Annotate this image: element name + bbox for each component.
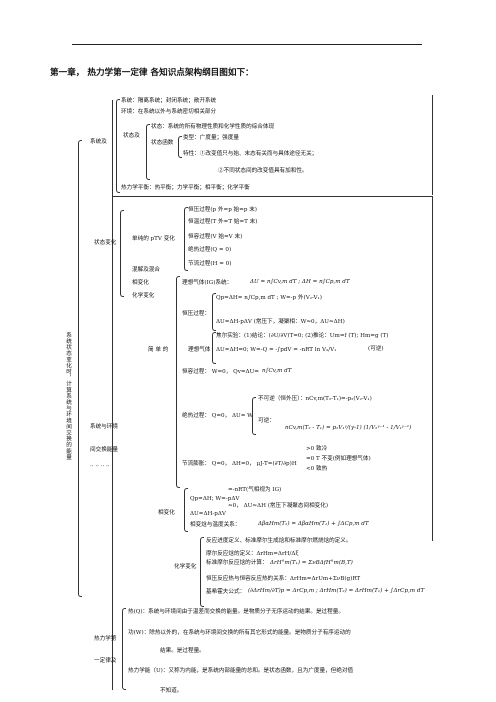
pvt-change-label: 单纯的 pTV 变化 <box>132 236 175 242</box>
irreversible-adiabatic: 不可逆（恒外压）：nCv,m(T₂-T₁)=-p₂(V₂-V₁) <box>258 396 372 402</box>
main-brace <box>78 140 82 597</box>
kirchhoff-formula: (∂ΔrHm/∂T)p = ΔrCp,m ; ΔrHm(T₂) = ΔrHm(T… <box>248 588 425 594</box>
adiabatic-process: 绝热过程(Q = 0) <box>188 247 232 253</box>
frame-right-line-2 <box>432 196 433 541</box>
reversible-label: 可逆： <box>258 418 275 424</box>
state-brace <box>146 124 150 180</box>
system-types: 系统：隔离系统；封闭系统；敞开系统 <box>121 98 217 104</box>
frame-divider <box>112 196 432 197</box>
work-def: 功(W)：除热以外的，在系统与环境间交换的所有其它形式的能量。是物质分子有序运动… <box>128 630 351 636</box>
ig-brace <box>212 332 216 364</box>
state-change-label: 状态变化 <box>94 240 117 246</box>
energy-exchange-label: 间交换能量 <box>90 447 118 453</box>
header-rule <box>72 44 422 45</box>
isothermal-formula: ΔU=ΔH=0; W=-Q = -∫pdV = -nRT ln V₂/V₁ <box>216 347 337 353</box>
internal-energy-def: 热力学能（U)：又称为内能，是系统内部能量的总和。是状态函数，且为广度量，但绝对… <box>128 668 354 674</box>
state-label: 状态及 <box>123 133 140 139</box>
phase-enthalpy-temp: 相变焓与温度关系： <box>190 522 241 528</box>
frame-left-line <box>112 100 113 690</box>
chemical-change-label: 化学变化 <box>132 293 155 299</box>
mixing-label: 混解及混合 <box>132 267 160 273</box>
reaction-extent-def: 反应进度定义、标准摩尔生成焓和标准摩尔燃烧焓的定义。 <box>206 538 352 544</box>
adiabatic-brace <box>252 397 256 435</box>
system-brace <box>116 99 120 193</box>
sys-env-label: 系统与环境 <box>90 424 118 430</box>
kirchhoff-label: 基希霍夫公式： <box>206 589 246 595</box>
phase-brace <box>184 488 188 532</box>
const-v-process: 恒容过程(V 始=V 末) <box>188 234 243 240</box>
jt-cooling: >0 致冷 <box>306 446 328 452</box>
throttle-label: 节流膨胀： Q=0， ΔH=0， μJ-T=(∂T/∂p)H <box>182 461 297 467</box>
ideal-gas-formula: ΔU = n∫Cv,m dT ; ΔH = n∫Cp,m dT <box>250 279 350 285</box>
state-func-brace <box>178 136 182 158</box>
adiabatic-label: 绝热过程： Q=0， ΔU= W <box>182 413 253 419</box>
du-formula: ΔU=ΔH-pΔV (常压下，凝聚相：W≈0，ΔU≈ΔH) <box>216 319 345 325</box>
standard-enthalpy-formula: ΔrH°m(T₁) = ΣνBΔfH°m(B,T) <box>270 560 353 566</box>
phase-qp: Qp=ΔH; W=-pΔV <box>190 496 240 502</box>
const-v-formula: n∫Cv,m dT <box>262 368 292 374</box>
first-law-label-1: 热力学第 <box>94 636 117 642</box>
ellipsis-dots: ·· ·· ·· ·· <box>90 464 110 470</box>
joule-experiment: 焦尔实验：(1)结论：(∂U/∂V)T=0; (2)推论：Um=f (T); H… <box>216 333 389 339</box>
frame-right-line <box>432 95 433 195</box>
molar-reaction-enthalpy: 摩尔反应焓的定义：ΔrHm=ΔrH/Δξ <box>206 551 299 557</box>
const-p-label: 恒压过程： <box>182 311 210 317</box>
simple-label: 简 单 的 <box>148 347 169 353</box>
system-label: 系统及 <box>90 139 107 145</box>
state-def: 状态：系统的所有物理性质和化学性质的综合体现 <box>151 124 275 130</box>
phase-w-condensed: ≈0， ΔU≈ΔH (常压下凝聚态间相变化) <box>228 503 329 509</box>
state-func-property-2: ②不同状态间的改变值具有加和性。 <box>218 168 308 174</box>
first-law-brace <box>122 608 126 690</box>
reversible-note: (可逆) <box>368 346 384 352</box>
jt-zero: =0 T 不变(例如理想气体) <box>306 456 371 462</box>
chemical-change-section-label: 化学变化 <box>174 564 197 570</box>
process-brace <box>120 210 124 297</box>
ideal-gas-label: 理想气体 <box>188 347 211 353</box>
qp-formula: Qp=ΔH= n∫Cp,m dT ; W=-p 外(V₂-V₁) <box>216 295 322 301</box>
phase-change-section-label: 相变化 <box>158 510 175 516</box>
standard-enthalpy-calc: 标准摩尔反应焓的计算： <box>206 560 268 566</box>
environment-def: 环境：在系统以外与系统密切相关部分 <box>121 109 217 115</box>
work-def-cont: 结果。是过程量。 <box>160 648 205 654</box>
heat-def: 热(Q)：系统与环境间由于温差而交换的能量。是物质分子无序运动的结果。是过程量。 <box>128 609 344 615</box>
const-p-brace <box>212 293 216 331</box>
qp-qv-relation: 恒压反应热与恒容反应热的关系：ΔrHm=ΔrUm+ΣνB(g)RT <box>206 576 361 582</box>
page-title: 第一章， 热力学第一定律 各知识点架构纲目图如下： <box>50 68 254 78</box>
simple-brace <box>176 276 180 488</box>
phase-change-label: 相变化 <box>132 280 149 286</box>
ideal-gas-system: 理想气体(IG)系统： <box>182 280 233 286</box>
const-t-process: 恒温过程(T 外=T 始=T 末) <box>188 219 258 225</box>
chem-brace <box>200 537 204 607</box>
pvt-brace <box>184 207 188 271</box>
phase-enthalpy-formula: ΔβαHm(T₂) = ΔβαHm(T₁) + ∫ΔCp,m dT <box>258 521 369 527</box>
internal-energy-def-cont: 不知道。 <box>160 688 183 694</box>
phase-du: ΔU=ΔH-pΔV <box>190 511 226 517</box>
const-p-process: 恒压过程(p 外=p 始=p 末) <box>188 207 257 213</box>
state-function-label: 状态函数 <box>151 140 174 146</box>
phase-w-gas: =-nRT(气相视为 IG) <box>228 487 282 493</box>
thermo-equilibrium: 热力学平衡：热平衡；力学平衡；相平衡；化学平衡 <box>121 185 250 191</box>
reversible-adiabatic-formula: nCv,m(T₂ - T₁) = p₁V₁ᵞ/(γ-1) (1/V₂ᵞ⁻¹ - … <box>285 425 412 431</box>
left-vertical-label: 系统状态变化时，计算系统与环境间交换的能量 <box>65 332 71 461</box>
state-func-property-1: 特性：①改变值只与始、末态有关而与具体途径无关； <box>183 151 318 157</box>
const-v-label: 恒容过程： W=0， Qv=ΔU= <box>182 369 259 375</box>
jt-heating: <0 致热 <box>306 466 328 472</box>
throttle-process: 节流过程(H = 0) <box>188 261 232 267</box>
first-law-label-2: 一定律及 <box>94 658 117 664</box>
state-func-types: 类型：广度量；强度量 <box>183 135 239 141</box>
